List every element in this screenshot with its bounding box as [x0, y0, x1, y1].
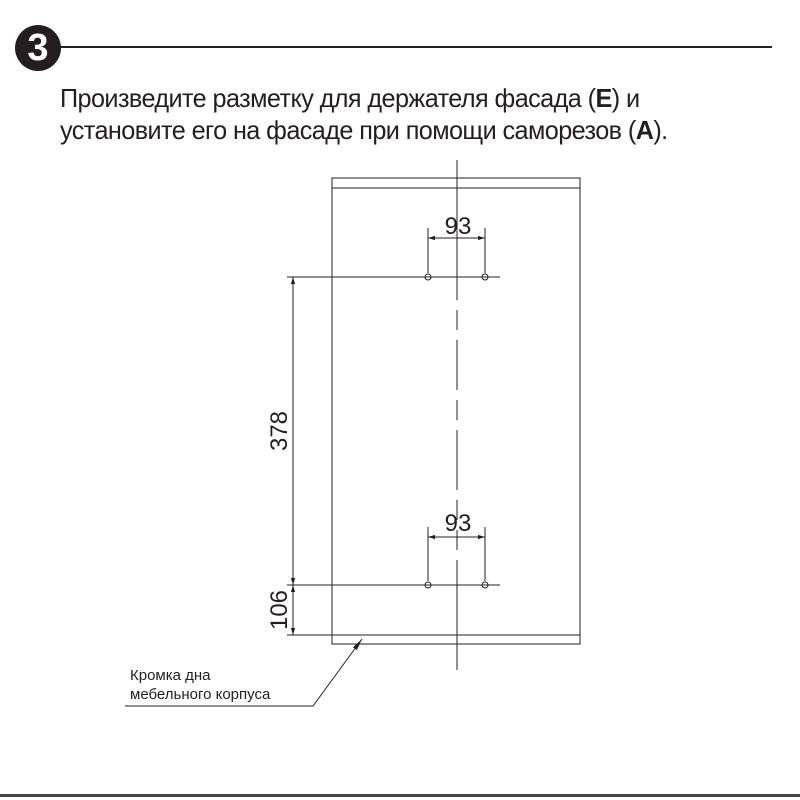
dim-label-bottom-93: 93: [445, 510, 472, 537]
dim-label-378: 378: [266, 411, 293, 451]
text: ) и: [611, 83, 640, 113]
drill-hole: [481, 581, 489, 589]
text: ).: [653, 115, 668, 145]
instruction-line-2: установите его на фасаде при помощи само…: [60, 114, 758, 146]
footer-rule: [0, 794, 800, 797]
instruction-text: Произведите разметку для держателя фасад…: [60, 82, 758, 146]
header-rule: [60, 46, 772, 48]
step-number-badge: 3: [15, 25, 61, 71]
callout-text-line-1: Кромка дна: [130, 667, 211, 684]
callout-text-line-2: мебельного корпуса: [130, 686, 271, 703]
dim-label-106: 106: [266, 590, 293, 630]
dim-label-top-93: 93: [445, 213, 472, 240]
text: установите его на фасаде при помощи само…: [60, 115, 636, 145]
instruction-line-1: Произведите разметку для держателя фасад…: [60, 82, 758, 114]
drill-hole: [424, 273, 432, 281]
part-label-e: E: [595, 83, 612, 113]
drill-hole: [481, 273, 489, 281]
text: Произведите разметку для держателя фасад…: [60, 83, 596, 113]
drill-hole: [424, 581, 432, 589]
part-label-a: A: [635, 115, 654, 145]
facade-panel: [331, 177, 581, 645]
callout-leader: [125, 638, 363, 707]
